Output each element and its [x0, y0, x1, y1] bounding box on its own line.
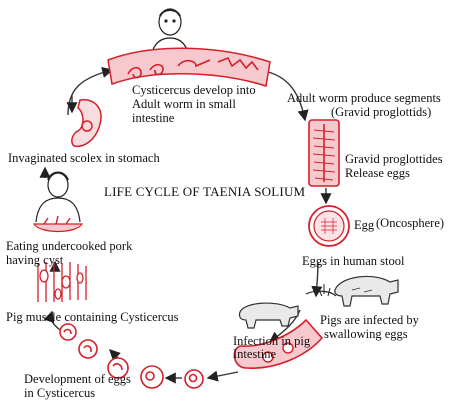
- label-having-cyst: having cyst: [6, 253, 64, 267]
- pig-muscle-icon: [37, 262, 87, 302]
- label-infection-pig: Infection in pig: [233, 334, 311, 348]
- label-cysticercus-develop-2: Adult worm in small: [132, 97, 236, 111]
- label-gravid-release: Gravid proglottides: [345, 152, 443, 166]
- label-cysticercus-develop-3: intestine: [132, 111, 175, 125]
- label-in-cysticercus: in Cysticercus: [24, 386, 96, 400]
- gravid-proglottid-icon: [308, 119, 340, 187]
- stomach-icon: [71, 99, 102, 148]
- label-egg: Egg: [354, 218, 375, 232]
- label-pig-intestine: Intestine: [233, 347, 277, 361]
- pig-intestine-icon: [233, 318, 324, 369]
- label-eggs-in-stool: Eggs in human stool: [302, 254, 405, 268]
- label-development-eggs: Development of eggs: [24, 372, 131, 386]
- label-eating-pork: Eating undercooked pork: [6, 239, 133, 253]
- label-swallowing-eggs: swallowing eggs: [324, 327, 408, 341]
- label-cysticercus-develop: Cysticercus develop into: [132, 83, 256, 97]
- development-stages-icon: [59, 323, 204, 389]
- pig-left-icon: [238, 302, 299, 329]
- label-release-eggs: Release eggs: [345, 166, 410, 180]
- pig-right-icon: [334, 275, 399, 307]
- intestine-worm-icon: [107, 47, 271, 87]
- stool-icon: [305, 284, 337, 297]
- label-adult-worm: Adult worm produce segments: [287, 91, 441, 105]
- label-invaginated-scolex: Invaginated scolex in stomach: [8, 151, 160, 165]
- person-eating-icon: [32, 171, 84, 233]
- label-gravid-proglottids: (Gravid proglottids): [331, 105, 432, 119]
- cycle-arrows: [39, 66, 332, 384]
- label-pigs-infected: Pigs are infected by: [320, 313, 419, 327]
- label-oncosphere: (Oncosphere): [376, 216, 445, 230]
- diagram-title: LIFE CYCLE OF TAENIA SOLIUM: [104, 184, 306, 199]
- egg-oncosphere-icon: [308, 205, 350, 247]
- label-pig-muscle: Pig muscle containing Cysticercus: [6, 310, 179, 324]
